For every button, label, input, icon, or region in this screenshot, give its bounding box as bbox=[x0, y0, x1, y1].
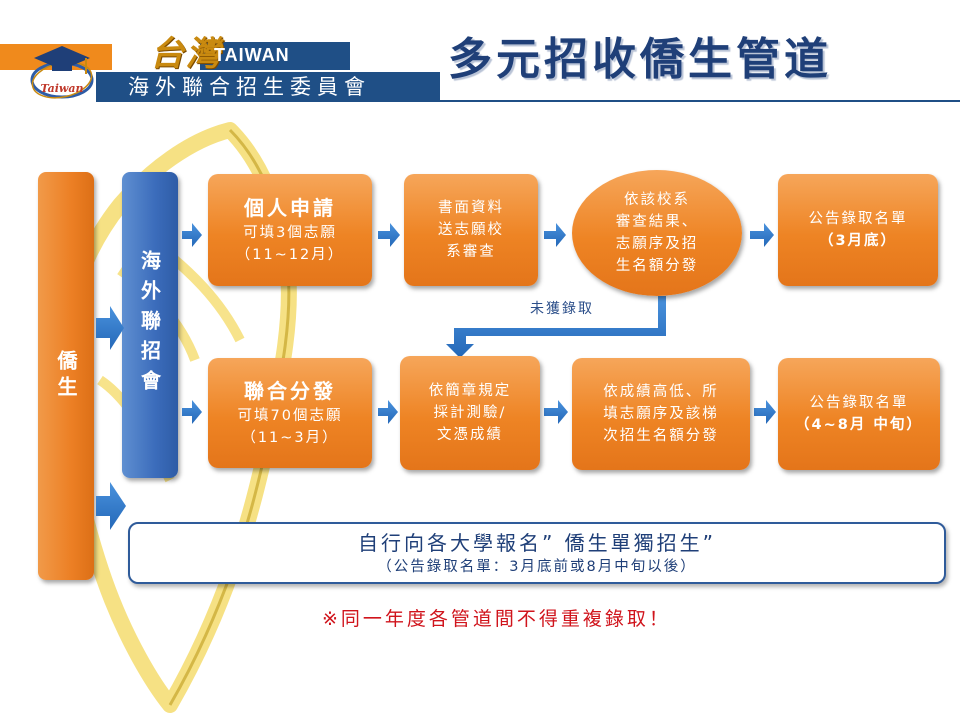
arrow-personal-2 bbox=[544, 223, 566, 247]
organization-name: 海外聯合招生委員會 bbox=[128, 75, 371, 99]
personal-application-title: 個人申請 bbox=[244, 196, 336, 220]
personal-allocation-line: 依該校系 bbox=[624, 192, 690, 208]
taiwan-calligraphy: 台灣 bbox=[150, 34, 222, 74]
personal-allocation-ellipse: 依該校系 審查結果、 志願序及招 生名額分發 bbox=[572, 170, 742, 296]
joint-distribution-title: 聯合分發 bbox=[244, 379, 336, 403]
joint-committee-box: 海外聯招會 bbox=[122, 172, 178, 478]
exam-scores-line: 採計測驗/ bbox=[433, 405, 507, 421]
arrow-personal-1 bbox=[378, 223, 400, 247]
taiwan-label: TAIWAN bbox=[214, 45, 290, 65]
personal-announcement-box: 公告錄取名單 （3月底） bbox=[778, 174, 938, 286]
warning-note: ※同一年度各管道間不得重複錄取！ bbox=[322, 608, 671, 630]
personal-announcement-label: 公告錄取名單 bbox=[808, 211, 908, 227]
personal-allocation-line: 志願序及招 bbox=[615, 236, 699, 252]
arrow-personal-3 bbox=[750, 223, 774, 247]
page-title: 多元招收僑生管道 bbox=[448, 34, 832, 85]
header-blue-tab bbox=[200, 42, 350, 70]
joint-distribution-period: （11~3月） bbox=[241, 430, 339, 446]
arrow-joint-3 bbox=[754, 400, 776, 424]
exam-scores-box: 依簡章規定 採計測驗/ 文憑成績 bbox=[400, 356, 540, 470]
arrow-committee-to-joint bbox=[182, 400, 202, 424]
not-admitted-label: 未獲錄取 bbox=[530, 301, 594, 317]
personal-application-detail: 可填3個志願 bbox=[243, 225, 337, 241]
personal-application-box: 個人申請 可填3個志願 （11~12月） bbox=[208, 174, 372, 286]
header-rule bbox=[440, 100, 960, 102]
exam-scores-line: 依簡章規定 bbox=[428, 383, 512, 399]
joint-announcement-label: 公告錄取名單 bbox=[809, 395, 909, 411]
joint-distribution-detail: 可填70個志願 bbox=[237, 408, 343, 424]
personal-allocation-line: 生名額分發 bbox=[615, 258, 699, 274]
joint-announcement-date: （4~8月 中旬） bbox=[795, 417, 923, 433]
personal-announcement-date: （3月底） bbox=[818, 233, 898, 249]
header-blue-band bbox=[96, 72, 440, 102]
personal-application-period: （11~12月） bbox=[235, 247, 345, 263]
arrow-joint-1 bbox=[378, 400, 398, 424]
independent-enrollment-title: 自行向各大學報名” 僑生單獨招生” bbox=[357, 531, 717, 555]
arrow-to-committee bbox=[96, 306, 124, 350]
exam-scores-line: 文憑成績 bbox=[437, 427, 503, 443]
document-review-box: 書面資料 送志願校 系審查 bbox=[404, 174, 538, 286]
graduation-cap-logo: Taiwan bbox=[30, 46, 94, 99]
personal-allocation-line: 審查結果、 bbox=[615, 214, 699, 230]
joint-allocation-box: 依成績高低、所 填志願序及該梯 次招生名額分發 bbox=[572, 358, 750, 470]
arrow-to-independent bbox=[96, 482, 126, 530]
arrow-committee-to-personal bbox=[182, 223, 202, 247]
joint-allocation-line: 次招生名額分發 bbox=[603, 428, 719, 444]
document-review-line: 書面資料 bbox=[438, 200, 504, 216]
logo-text: Taiwan bbox=[40, 82, 83, 95]
joint-distribution-box: 聯合分發 可填70個志願 （11~3月） bbox=[208, 358, 372, 468]
document-review-line: 系審查 bbox=[446, 244, 496, 260]
overseas-students-box: 僑生 bbox=[38, 172, 94, 580]
joint-allocation-line: 填志願序及該梯 bbox=[603, 406, 719, 422]
joint-allocation-line: 依成績高低、所 bbox=[603, 384, 719, 400]
independent-enrollment-note: （公告錄取名單：3月底前或8月中旬以後） bbox=[377, 559, 697, 575]
independent-enrollment-box: 自行向各大學報名” 僑生單獨招生” （公告錄取名單：3月底前或8月中旬以後） bbox=[128, 522, 946, 584]
document-review-line: 送志願校 bbox=[438, 222, 504, 238]
joint-announcement-box: 公告錄取名單 （4~8月 中旬） bbox=[778, 358, 940, 470]
arrow-joint-2 bbox=[544, 400, 568, 424]
